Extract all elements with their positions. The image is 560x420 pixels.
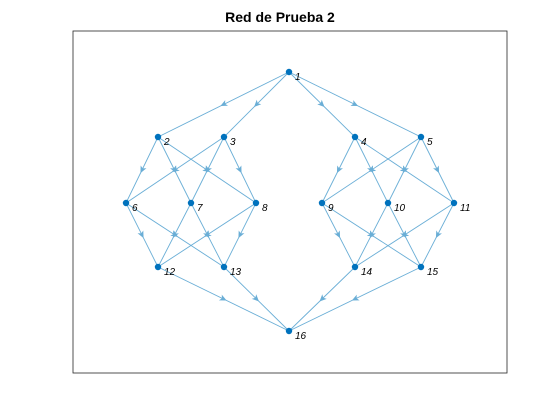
edge-arrow-1-2 <box>220 100 229 107</box>
edge-arrow-12-16 <box>218 294 227 301</box>
node-label-14: 14 <box>361 267 373 278</box>
node-3 <box>220 133 228 141</box>
node-label-11: 11 <box>460 203 470 214</box>
node-label-7: 7 <box>197 203 203 214</box>
edge-arrow-9-14 <box>334 230 341 239</box>
edge-arrow-14-16 <box>319 294 327 302</box>
node-label-15: 15 <box>427 267 439 278</box>
node-8 <box>252 199 260 207</box>
node-label-6: 6 <box>132 203 138 214</box>
edge-arrow-8-13 <box>238 230 245 239</box>
edge-arrow-2-6 <box>140 165 147 174</box>
node-4 <box>351 133 359 141</box>
node-15 <box>417 263 425 271</box>
node-label-3: 3 <box>230 137 236 148</box>
node-1 <box>285 68 293 76</box>
node-label-9: 9 <box>328 203 334 214</box>
edge-arrow-8-12 <box>204 230 212 237</box>
node-label-16: 16 <box>295 331 307 342</box>
edge-arrow-4-9 <box>336 165 343 174</box>
edge-arrow-6-12 <box>137 230 144 239</box>
edge-arrow-3-8 <box>235 165 242 174</box>
node-10 <box>384 199 392 207</box>
node-6 <box>122 199 130 207</box>
edges-layer <box>125 71 455 332</box>
edge-arrow-15-16 <box>351 294 360 301</box>
axes-box <box>72 30 508 374</box>
node-5 <box>417 133 425 141</box>
node-label-12: 12 <box>164 267 176 278</box>
node-label-5: 5 <box>427 137 433 148</box>
node-label-13: 13 <box>230 267 242 278</box>
edge-arrow-1-4 <box>317 99 325 107</box>
edge-arrow-11-15 <box>435 230 442 239</box>
node-2 <box>154 133 162 141</box>
node-label-1: 1 <box>295 72 301 83</box>
edge-arrow-5-10 <box>402 165 409 174</box>
node-14 <box>351 263 359 271</box>
node-label-8: 8 <box>262 203 268 214</box>
node-label-4: 4 <box>361 137 367 148</box>
edge-arrow-13-16 <box>251 294 259 302</box>
edge-arrow-1-3 <box>254 99 262 107</box>
node-16 <box>285 327 293 335</box>
node-label-2: 2 <box>163 137 170 148</box>
edge-arrow-10-14 <box>369 230 376 239</box>
node-11 <box>450 199 458 207</box>
node-9 <box>318 199 326 207</box>
edge-arrow-3-7 <box>205 165 212 174</box>
edge-arrow-3-6 <box>172 165 180 172</box>
node-12 <box>154 263 162 271</box>
edge-arrow-5-11 <box>433 165 440 174</box>
node-label-10: 10 <box>394 203 406 214</box>
graph-title: Red de Prueba 2 <box>225 9 335 25</box>
node-13 <box>220 263 228 271</box>
edge-arrow-5-9 <box>368 165 377 172</box>
edge-arrow-1-5 <box>350 100 359 107</box>
edge-arrow-11-14 <box>401 230 410 237</box>
edge-arrow-7-12 <box>172 230 179 239</box>
node-7 <box>187 199 195 207</box>
